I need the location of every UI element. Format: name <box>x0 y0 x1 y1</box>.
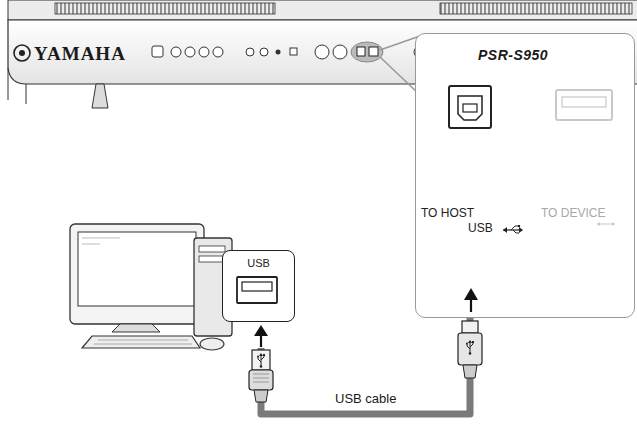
computer-illustration <box>70 224 232 350</box>
usb-terminal-callout: TO HOST USB TO DEVICE <box>415 33 635 318</box>
usb-b-plug <box>458 321 482 378</box>
terminal-name: USB <box>468 222 493 235</box>
usb-port-callout: USB <box>222 250 295 322</box>
terminal-name: TO HOST <box>421 207 474 220</box>
port-name: USB <box>223 257 294 269</box>
model-name: PSR-S950 <box>478 48 548 63</box>
port-drawing <box>416 34 634 317</box>
usb-a-plug <box>249 322 273 402</box>
cable-label: USB cable <box>333 392 398 406</box>
terminal-name: TO DEVICE <box>541 207 605 220</box>
brand-logo: YAMAHA <box>34 44 126 65</box>
usb-cable <box>261 318 470 414</box>
